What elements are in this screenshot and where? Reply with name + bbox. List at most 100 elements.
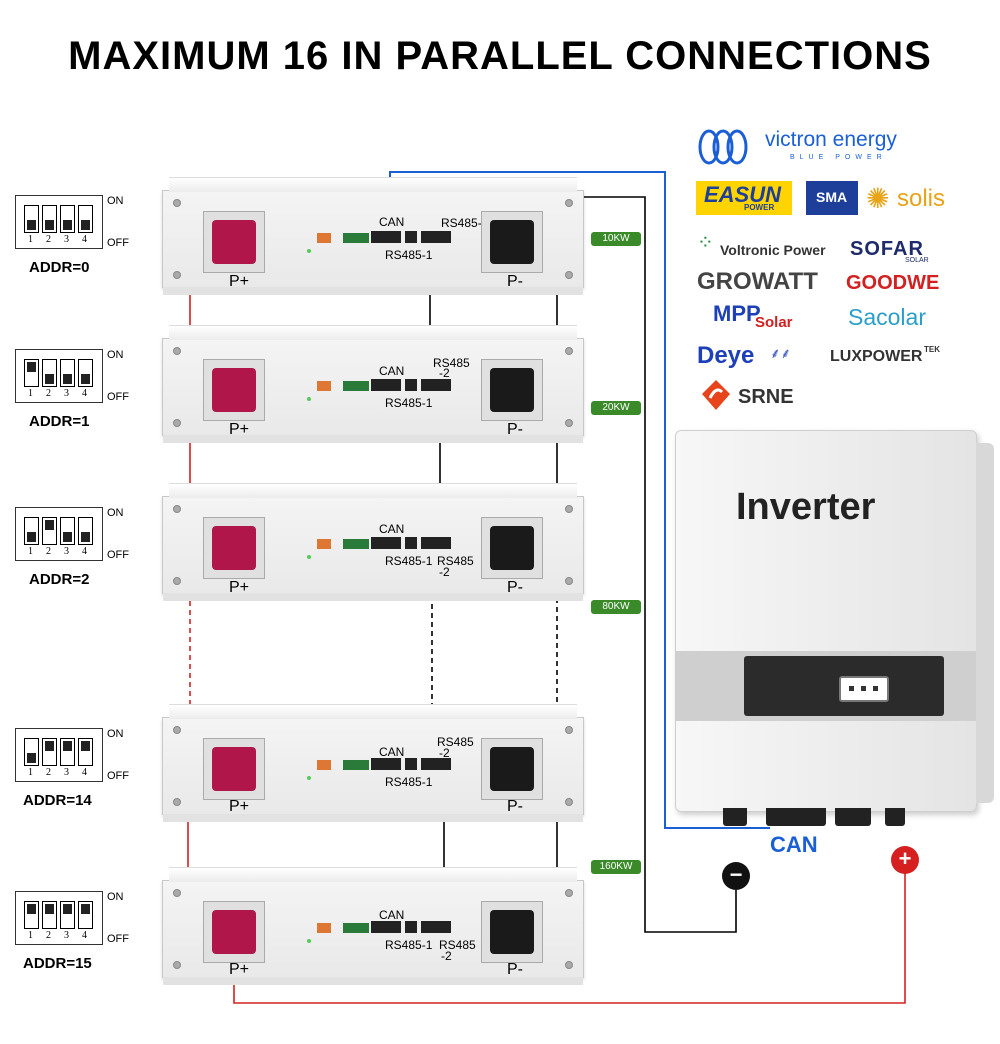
address-label: ADDR=14 (23, 792, 92, 809)
negative-terminal[interactable] (481, 211, 543, 273)
deye-brand: Deye (697, 342, 755, 369)
positive-terminal-label: P+ (229, 961, 250, 978)
off-label: OFF (107, 237, 129, 249)
solis-brand: solis (897, 185, 946, 212)
rs485-1-port[interactable] (405, 231, 417, 243)
inverter-status-display (839, 676, 889, 702)
dip-switch[interactable]: 1 2 3 4 (15, 349, 103, 403)
srne-brand: SRNE (738, 386, 794, 408)
can-port[interactable] (371, 921, 401, 933)
rs485-2-port-label-a: RS485 (437, 554, 474, 568)
dip-switch[interactable]: 1 2 3 4 (15, 728, 103, 782)
solis-sun-icon: ✺ (866, 183, 890, 214)
rs485-2-port[interactable] (421, 231, 451, 243)
battery-module-addr-1: P+ CAN RS485 -2 RS485-1 P- (162, 325, 584, 443)
voltronic-dots-icon: ⁘ (697, 232, 714, 254)
rs485-2-port-label-a: RS485 (433, 356, 470, 370)
luxpower-sup: TEK (924, 345, 940, 354)
rs485-2-port-label-a: RS485 (439, 938, 476, 952)
can-port-label: CAN (379, 215, 405, 229)
can-port-label: CAN (379, 745, 405, 759)
victron-brand: victron energy (765, 128, 897, 151)
positive-terminal-label: P+ (229, 579, 250, 596)
can-port[interactable] (371, 537, 401, 549)
rs485-2-port-label-b: -2 (439, 565, 450, 579)
positive-symbol-icon: + (891, 846, 919, 874)
power-badge: 80KW (591, 600, 641, 614)
can-port[interactable] (371, 379, 401, 391)
on-label: ON (107, 195, 124, 207)
dip-switch[interactable]: 1 2 3 4 (15, 195, 103, 249)
rs485-1-port[interactable] (405, 379, 417, 391)
negative-terminal[interactable] (481, 738, 543, 800)
inverter-connector (885, 808, 905, 826)
easun-logo: EASUN POWER (696, 181, 792, 215)
on-label: ON (107, 728, 124, 740)
rs485-1-port[interactable] (405, 758, 417, 770)
negative-terminal[interactable] (481, 359, 543, 421)
battery-module-addr-15: P+ CAN RS485-1 RS485 -2 P- (162, 867, 584, 985)
page-title: MAXIMUM 16 IN PARALLEL CONNECTIONS (68, 34, 932, 78)
power-badge: 20KW (591, 401, 641, 415)
sofar-brand: SOFAR (850, 238, 924, 260)
address-label: ADDR=0 (29, 259, 90, 276)
negative-terminal[interactable] (481, 517, 543, 579)
main-positive-wire (233, 872, 906, 1004)
positive-terminal[interactable] (203, 211, 265, 273)
rs485-2-port-label: RS485-2 (441, 216, 489, 230)
mpp-brand: MPP (713, 301, 761, 326)
goodwe-brand: GOODWE (846, 272, 940, 294)
battery-module-addr-14: P+ CAN RS485 -2 RS485-1 P- (162, 704, 584, 822)
deye-chinese-icon: ⸙⸙ (770, 345, 791, 361)
can-port[interactable] (371, 758, 401, 770)
sofar-sub: SOLAR (905, 257, 929, 264)
main-negative-wire (510, 196, 737, 933)
inverter-connector (766, 808, 826, 826)
positive-terminal-label: P+ (229, 273, 250, 290)
on-label: ON (107, 891, 124, 903)
rs485-1-port[interactable] (405, 537, 417, 549)
mpp-sub: Solar (755, 314, 793, 331)
rs485-1-port-label: RS485-1 (385, 396, 433, 410)
negative-terminal-label: P- (507, 961, 523, 978)
positive-terminal[interactable] (203, 901, 265, 963)
positive-terminal[interactable] (203, 359, 265, 421)
negative-terminal[interactable] (481, 901, 543, 963)
on-label: ON (107, 349, 124, 361)
victron-tagline: BLUE POWER (790, 154, 887, 161)
on-label: ON (107, 507, 124, 519)
dip-switch[interactable]: 1 2 3 4 (15, 507, 103, 561)
rs485-2-port[interactable] (421, 537, 451, 549)
rs485-1-port[interactable] (405, 921, 417, 933)
positive-terminal-label: P+ (229, 421, 250, 438)
rs485-2-port[interactable] (421, 379, 451, 391)
victron-logo-icon (698, 129, 748, 165)
inverter-can-label: CAN (770, 832, 818, 857)
battery-module-addr-2: P+ CAN RS485-1 RS485 -2 P- (162, 483, 584, 601)
power-badge: 10KW (591, 232, 641, 246)
rs485-2-port-label-b: -2 (439, 746, 450, 760)
rs485-1-port-label: RS485-1 (385, 554, 433, 568)
srne-logo-icon (702, 380, 730, 410)
rs485-2-port[interactable] (421, 921, 451, 933)
positive-terminal[interactable] (203, 738, 265, 800)
can-port[interactable] (371, 231, 401, 243)
rs485-1-port-label: RS485-1 (385, 248, 433, 262)
luxpower-brand: LUXPOWER (830, 348, 923, 365)
positive-terminal[interactable] (203, 517, 265, 579)
inverter-unit: Inverter (675, 430, 994, 812)
positive-terminal-label: P+ (229, 798, 250, 815)
negative-symbol-icon: − (722, 862, 750, 890)
voltronic-brand: Voltronic Power (720, 242, 826, 258)
negative-terminal-label: P- (507, 798, 523, 815)
rs485-2-port-label-b: -2 (441, 949, 452, 963)
off-label: OFF (107, 933, 129, 945)
inverter-connector (835, 808, 871, 826)
battery-module-addr-0: P+ CAN RS485-2 RS485-1 P- (162, 177, 584, 295)
inverter-connector (723, 808, 747, 826)
growatt-brand: GROWATT (697, 268, 818, 295)
rs485-2-port[interactable] (421, 758, 451, 770)
off-label: OFF (107, 549, 129, 561)
can-port-label: CAN (379, 522, 405, 536)
dip-switch[interactable]: 1 2 3 4 (15, 891, 103, 945)
